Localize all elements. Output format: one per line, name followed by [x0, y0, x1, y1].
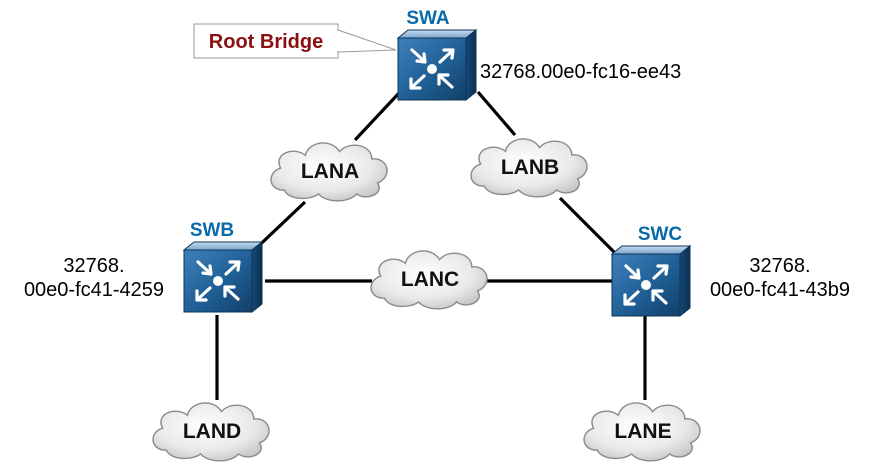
lan-label: LAND [183, 420, 241, 443]
switch-name: SWA [406, 8, 450, 29]
root-bridge-callout: Root Bridge [193, 23, 397, 59]
switch-swb: SWB 32768. 00e0-fc41-4259 [24, 220, 264, 314]
bridge-id: 32768.00e0-fc16-ee43 [480, 61, 681, 83]
links [215, 90, 647, 400]
switch-swc: SWC 32768. 00e0-fc41-43b9 [610, 224, 850, 318]
switch-icon [610, 244, 692, 318]
lan-cloud-lane: LANE [583, 402, 701, 462]
callout-pointer [337, 29, 397, 53]
lan-cloud-land: LAND [152, 402, 270, 462]
link-lanb-swc [558, 196, 620, 258]
switch-name: SWC [638, 224, 683, 245]
root-bridge-label: Root Bridge [209, 31, 323, 53]
switch-icon [396, 28, 478, 102]
bridge-id-line2: 00e0-fc41-4259 [24, 279, 164, 301]
bridge-id-line1: 32768. [749, 255, 810, 277]
lan-label: LANA [301, 160, 359, 183]
lan-label: LANC [401, 268, 459, 291]
callout-box [193, 23, 339, 59]
switch-icon [182, 240, 264, 314]
switch-name: SWB [190, 220, 234, 241]
bridge-id-line1: 32768. [63, 255, 124, 277]
switch-swa: SWA 32768.00e0-fc16-ee43 [396, 8, 681, 102]
lan-label: LANB [501, 156, 559, 179]
lan-cloud-lana: LANA [270, 142, 388, 202]
link-swa-lanb [476, 90, 517, 137]
bridge-id-line2: 00e0-fc41-43b9 [710, 279, 850, 301]
lan-label: LANE [614, 420, 671, 443]
link-swa-lana [353, 90, 402, 142]
lan-cloud-lanb: LANB [470, 138, 588, 198]
lan-cloud-lanc: LANC [370, 250, 488, 310]
